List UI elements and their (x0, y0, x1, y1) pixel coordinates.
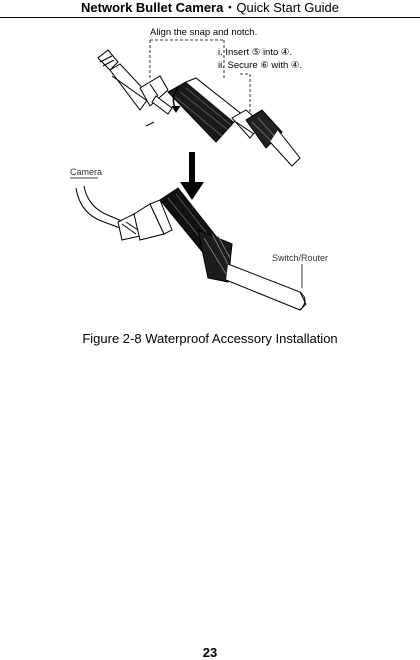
caption-number: Figure 2-8 (82, 331, 142, 346)
callout-lines-bottom (70, 177, 303, 288)
header-separator: ・ (223, 0, 237, 15)
header-title-bold: Network Bullet Camera (81, 0, 224, 15)
label-secure: ii. Secure ⑥ with ④. (218, 60, 302, 71)
down-arrow-icon (180, 152, 204, 200)
label-insert: i. Insert ⑤ into ④. (218, 47, 292, 58)
label-camera: Camera (70, 167, 102, 177)
waterproof-accessory-figure: Align the snap and notch. i. Insert ⑤ in… (0, 18, 420, 318)
installation-illustration: Align the snap and notch. i. Insert ⑤ in… (70, 27, 328, 311)
top-connector-assembly (97, 49, 301, 167)
bottom-assembled-cable (75, 185, 307, 311)
label-switch-router: Switch/Router (272, 253, 328, 263)
page-number: 23 (202, 645, 218, 660)
label-align: Align the snap and notch. (150, 27, 257, 38)
caption-text: Waterproof Accessory Installation (145, 331, 338, 346)
figure-caption: Figure 2-8 Waterproof Accessory Installa… (0, 331, 420, 346)
callout-lines-top (149, 39, 251, 114)
header-title-rest: Quick Start Guide (236, 0, 339, 15)
page-header: Network Bullet Camera・Quick Start Guide (0, 0, 420, 18)
